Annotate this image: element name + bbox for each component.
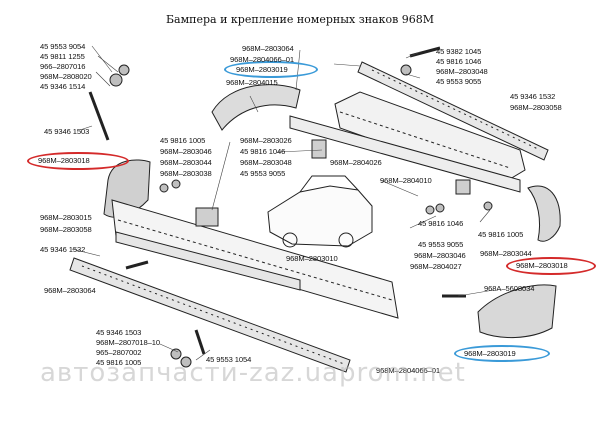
front-moulding-strip: [115, 231, 301, 291]
rear-bumper-corner-left: [211, 84, 301, 131]
part-label: 968М–2803038: [160, 169, 212, 178]
nut: [400, 64, 412, 76]
bracket: [195, 207, 219, 227]
part-label: 968М–2803015: [40, 213, 92, 222]
part-label: 968М–2803018: [38, 156, 90, 165]
nut: [171, 179, 181, 189]
bracket: [311, 139, 327, 159]
washer: [118, 64, 130, 76]
bolt: [409, 46, 441, 58]
part-label: 968А–5608034: [484, 284, 535, 293]
part-label: 45 9346 1503: [44, 127, 90, 136]
part-label: 968М–2803044: [160, 158, 212, 167]
nut: [483, 201, 493, 211]
part-label: 968М–2803048: [240, 158, 292, 167]
highlight-red-oval: [27, 152, 129, 170]
washer: [170, 348, 182, 360]
part-label: 45 9816 1046: [240, 147, 286, 156]
part-label: 45 9811 1255: [40, 52, 85, 61]
part-label: 45 9553 9055: [418, 240, 464, 249]
part-label: 45 9553 9055: [436, 77, 482, 86]
part-label: 45 9346 1514: [40, 82, 86, 91]
nut: [159, 183, 169, 193]
watermark: автозапчасти-zaz.uaprom.net: [40, 358, 466, 388]
part-label: 968М–2803046: [414, 251, 466, 260]
nut: [425, 205, 435, 215]
part-label: 45 9553 9054: [40, 42, 86, 51]
bolt: [88, 91, 110, 141]
part-label: 968М–2803019: [464, 349, 516, 358]
rear-bumper-strip: [289, 115, 521, 193]
part-label: 968М–2803048: [436, 67, 488, 76]
part-label: 968М–2803064: [44, 286, 96, 295]
part-label: 45 9816 1046: [436, 57, 482, 66]
part-label: 968М–2803058: [40, 225, 92, 234]
car-outline: [267, 175, 373, 248]
part-label: 45 9346 1503: [96, 328, 142, 337]
bolt: [194, 329, 206, 355]
nut: [180, 356, 192, 368]
part-label: 968М–2804015: [226, 78, 278, 87]
part-label: 45 9346 1532: [510, 92, 556, 101]
part-label: 45 9816 1005: [478, 230, 524, 239]
part-label: 968М–2803019: [236, 65, 288, 74]
nut: [435, 203, 445, 213]
bolt: [125, 260, 149, 270]
part-label: 968М–2803026: [240, 136, 292, 145]
part-label: 968М–2804026: [330, 158, 382, 167]
part-label: 968М–2807018–10: [96, 338, 160, 347]
nut: [109, 73, 123, 87]
part-label: 45 9346 1532: [40, 245, 86, 254]
part-label: 45 9816 1005: [96, 358, 142, 367]
front-bumper: [111, 199, 399, 319]
part-label: 968М–2803064: [242, 44, 294, 53]
part-label: 965–2807002: [96, 348, 142, 357]
part-label: 968М–2804066–01: [376, 366, 440, 375]
diagram-title: Бампера и крепление номерных знаков 968М: [165, 13, 435, 26]
part-label: 968М–2803058: [510, 103, 562, 112]
part-label: 45 9382 1045: [436, 47, 482, 56]
highlight-blue-oval: [224, 61, 318, 78]
part-label: 968М–2808020: [40, 72, 92, 81]
part-label: 968М–2804066–01: [230, 55, 294, 64]
part-label: 966–2807016: [40, 62, 86, 71]
part-label: 968М–2803010: [286, 254, 338, 263]
highlight-blue-oval: [454, 345, 550, 362]
part-label: 45 9553 1054: [206, 355, 252, 364]
part-label: 45 9553 9055: [240, 169, 286, 178]
front-bumper-corner-right: [477, 284, 557, 339]
rear-bumper-corner-right: [527, 185, 561, 242]
rear-bumper: [334, 91, 526, 186]
highlight-red-oval: [506, 257, 596, 275]
part-label: 968М–2803046: [160, 147, 212, 156]
part-label: 968М–2803018: [516, 261, 568, 270]
part-label: 45 9816 1046: [418, 219, 464, 228]
part-label: 968М–2804027: [410, 262, 462, 271]
part-label: 968М–2803044: [480, 249, 532, 258]
bracket: [455, 179, 471, 195]
lower-moulding-strip: [69, 257, 351, 373]
part-label: 968М–2804010: [380, 176, 432, 185]
part-label: 45 9816 1005: [160, 136, 206, 145]
